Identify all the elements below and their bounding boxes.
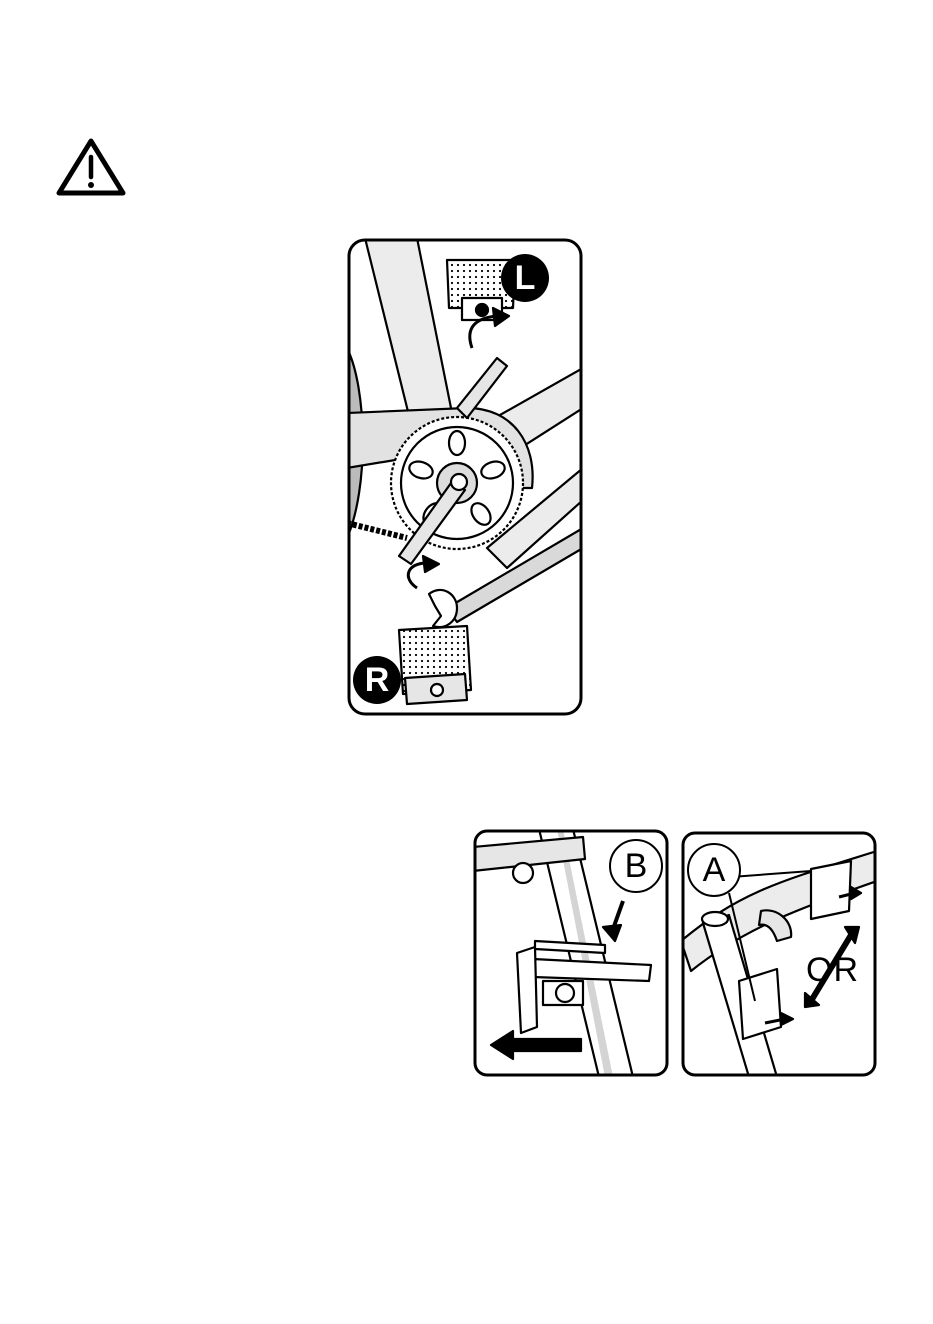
callout-a-label: A xyxy=(703,851,726,890)
callout-b-badge: B xyxy=(609,839,663,893)
right-pedal-label: R xyxy=(365,661,390,700)
left-pedal-label: L xyxy=(515,259,536,298)
right-pedal-badge: R xyxy=(353,656,401,704)
pedal-installation-figure xyxy=(347,238,583,716)
callout-a-badge: A xyxy=(687,843,741,897)
left-pedal-badge: L xyxy=(501,254,549,302)
callout-b-label: B xyxy=(625,847,648,886)
or-label: OR xyxy=(806,951,859,990)
warning-triangle-icon xyxy=(55,137,127,197)
